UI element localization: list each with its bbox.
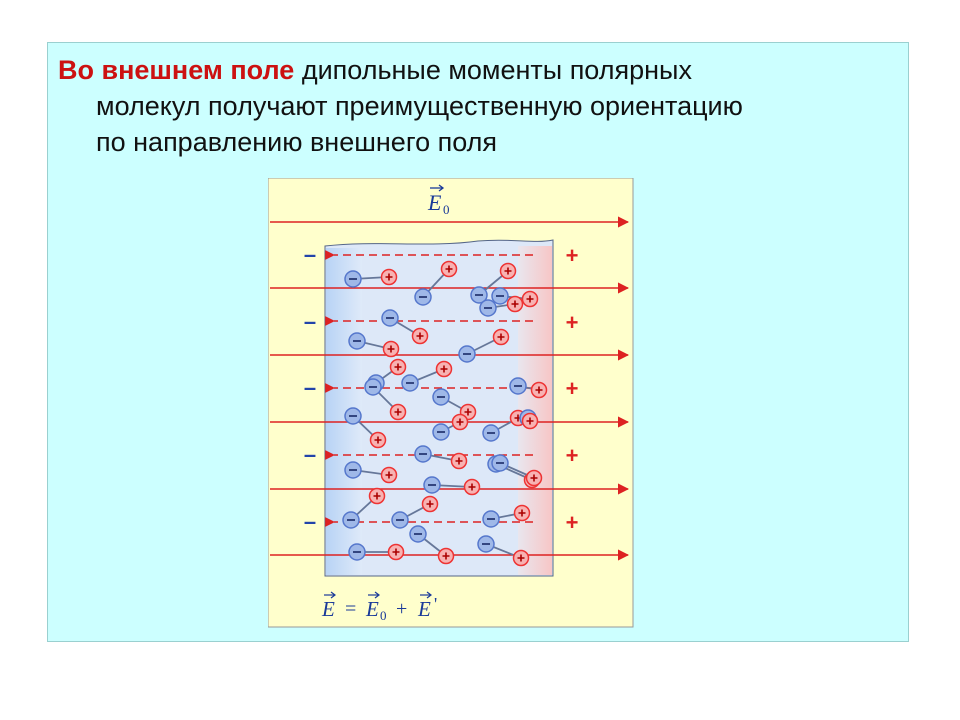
formula-term1-subscript: 0: [380, 608, 387, 623]
plus-mark: [387, 345, 395, 353]
field-label: E 0: [427, 184, 450, 217]
pos-sign: +: [566, 443, 579, 468]
plus-mark: [416, 332, 424, 340]
formula-prime: ': [434, 594, 437, 614]
plus-mark: [445, 265, 453, 273]
neg-sign: –: [304, 242, 316, 267]
plus-mark: [385, 471, 393, 479]
plus-mark: [394, 363, 402, 371]
field-label-letter: E: [427, 190, 442, 215]
polarization-diagram: – – – – – + + + + + E 0 E = E 0 + E ': [268, 178, 634, 628]
plus-mark: [442, 552, 450, 560]
formula-term1: E: [365, 597, 379, 621]
plus-mark: [392, 548, 400, 556]
field-formula: E = E 0 + E ': [321, 591, 437, 623]
dipole-molecules: [342, 260, 548, 567]
plus-mark: [394, 408, 402, 416]
plus-mark: [517, 554, 525, 562]
plus-mark: [511, 300, 519, 308]
formula-term2: E: [417, 597, 431, 621]
neg-sign: –: [304, 442, 316, 467]
plus-mark: [518, 509, 526, 517]
external-field-lines: [270, 216, 630, 561]
plus-mark: [440, 365, 448, 373]
plus-mark: [497, 333, 505, 341]
plus-mark: [504, 267, 512, 275]
plus-mark: [455, 457, 463, 465]
plus-mark: [426, 500, 434, 508]
negative-signs: – – – – –: [304, 242, 316, 534]
plus-mark: [535, 386, 543, 394]
plus-mark: [468, 483, 476, 491]
plus-mark: [530, 474, 538, 482]
formula-equals: =: [345, 598, 356, 620]
heading-line1-rest: дипольные моменты полярных: [294, 55, 692, 85]
plus-mark: [526, 295, 534, 303]
formula-lhs: E: [321, 597, 335, 621]
formula-plus: +: [396, 598, 407, 620]
heading-line2: молекул получают преимущественную ориент…: [96, 91, 743, 121]
plus-mark: [373, 492, 381, 500]
plus-mark: [456, 418, 464, 426]
neg-sign: –: [304, 309, 316, 334]
plus-mark: [374, 436, 382, 444]
pos-sign: +: [566, 310, 579, 335]
plus-mark: [385, 273, 393, 281]
heading-highlight: Во внешнем поле: [58, 55, 295, 85]
neg-sign: –: [304, 509, 316, 534]
slide-heading: Во внешнем поле дипольные моменты полярн…: [58, 52, 878, 160]
positive-signs: + + + + +: [566, 243, 579, 535]
field-label-subscript: 0: [443, 202, 450, 217]
neg-sign: –: [304, 375, 316, 400]
heading-line3: по направлению внешнего поля: [96, 127, 498, 157]
pos-sign: +: [566, 510, 579, 535]
plus-mark: [464, 408, 472, 416]
pos-sign: +: [566, 376, 579, 401]
pos-sign: +: [566, 243, 579, 268]
plus-mark: [526, 417, 534, 425]
